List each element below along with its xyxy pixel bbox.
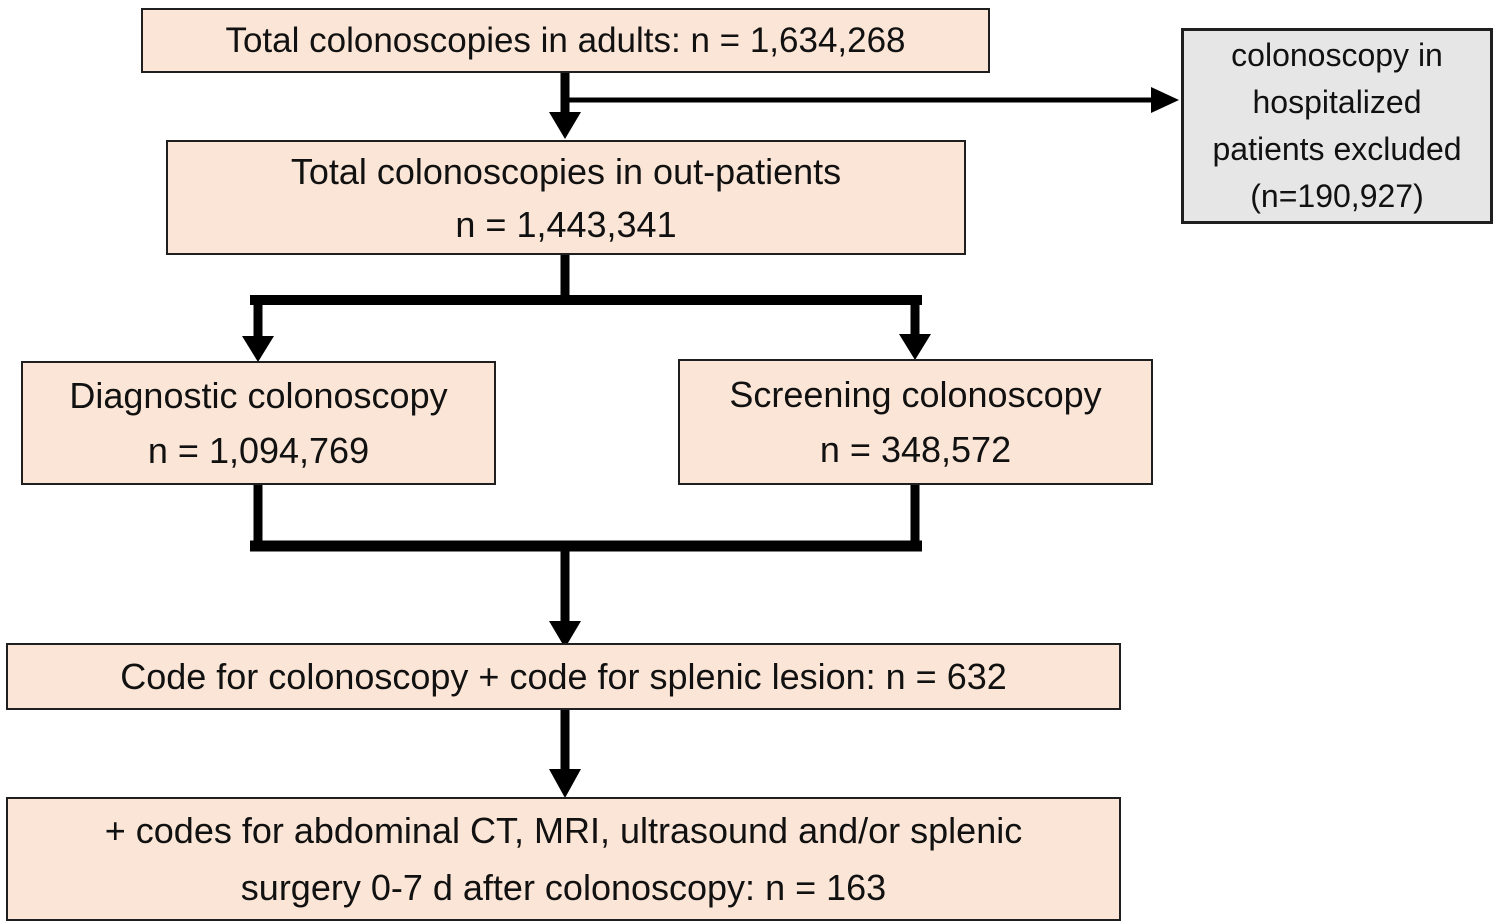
box-excluded-line: patients excluded [1212,131,1462,167]
box-code-splenic-text: Code for colonoscopy + code for splenic … [120,655,1007,697]
arrow-head-down [549,621,581,648]
box-excluded-line: (n=190,927) [1250,178,1424,214]
box-diagnostic-colonoscopy: Diagnostic colonoscopy n = 1,094,769 [21,361,496,485]
box-outpatients-line: n = 1,443,341 [455,203,677,245]
arrow-merge-to-code [250,482,922,648]
box-screening-line: Screening colonoscopy [729,374,1102,415]
arrow-outpatients-split [242,254,931,362]
arrow-head-down [899,334,931,360]
box-outpatients-line: Total colonoscopies in out-patients [290,150,842,192]
box-final-line: + codes for abdominal CT, MRI, ultrasoun… [104,810,1023,851]
box-code-splenic-lesion: Code for colonoscopy + code for splenic … [6,643,1121,710]
arrow-head-down [549,112,581,139]
arrow-code-to-final [549,708,581,798]
box-screening-colonoscopy: Screening colonoscopy n = 348,572 [678,359,1153,485]
box-final-criteria: + codes for abdominal CT, MRI, ultrasoun… [6,797,1121,921]
box-hospitalized-excluded: colonoscopy in hospitalized patients exc… [1181,28,1493,224]
arrow-adults-to-outpatients [549,71,581,139]
arrow-adults-to-excluded [565,87,1179,113]
box-total-adults: Total colonoscopies in adults: n = 1,634… [141,8,990,73]
box-final-line: surgery 0-7 d after colonoscopy: n = 163 [240,867,887,908]
arrow-head-down [549,769,581,798]
box-excluded-line: colonoscopy in [1231,37,1443,73]
box-diagnostic-line: Diagnostic colonoscopy [69,375,448,416]
box-total-adults-text: Total colonoscopies in adults: n = 1,634… [225,20,906,60]
box-screening-line: n = 348,572 [819,429,1012,470]
box-excluded-line: hospitalized [1252,84,1422,120]
arrow-head-down [242,336,274,362]
box-outpatients: Total colonoscopies in out-patients n = … [166,140,966,255]
box-diagnostic-line: n = 1,094,769 [147,430,370,471]
arrow-head-right [1151,87,1179,113]
